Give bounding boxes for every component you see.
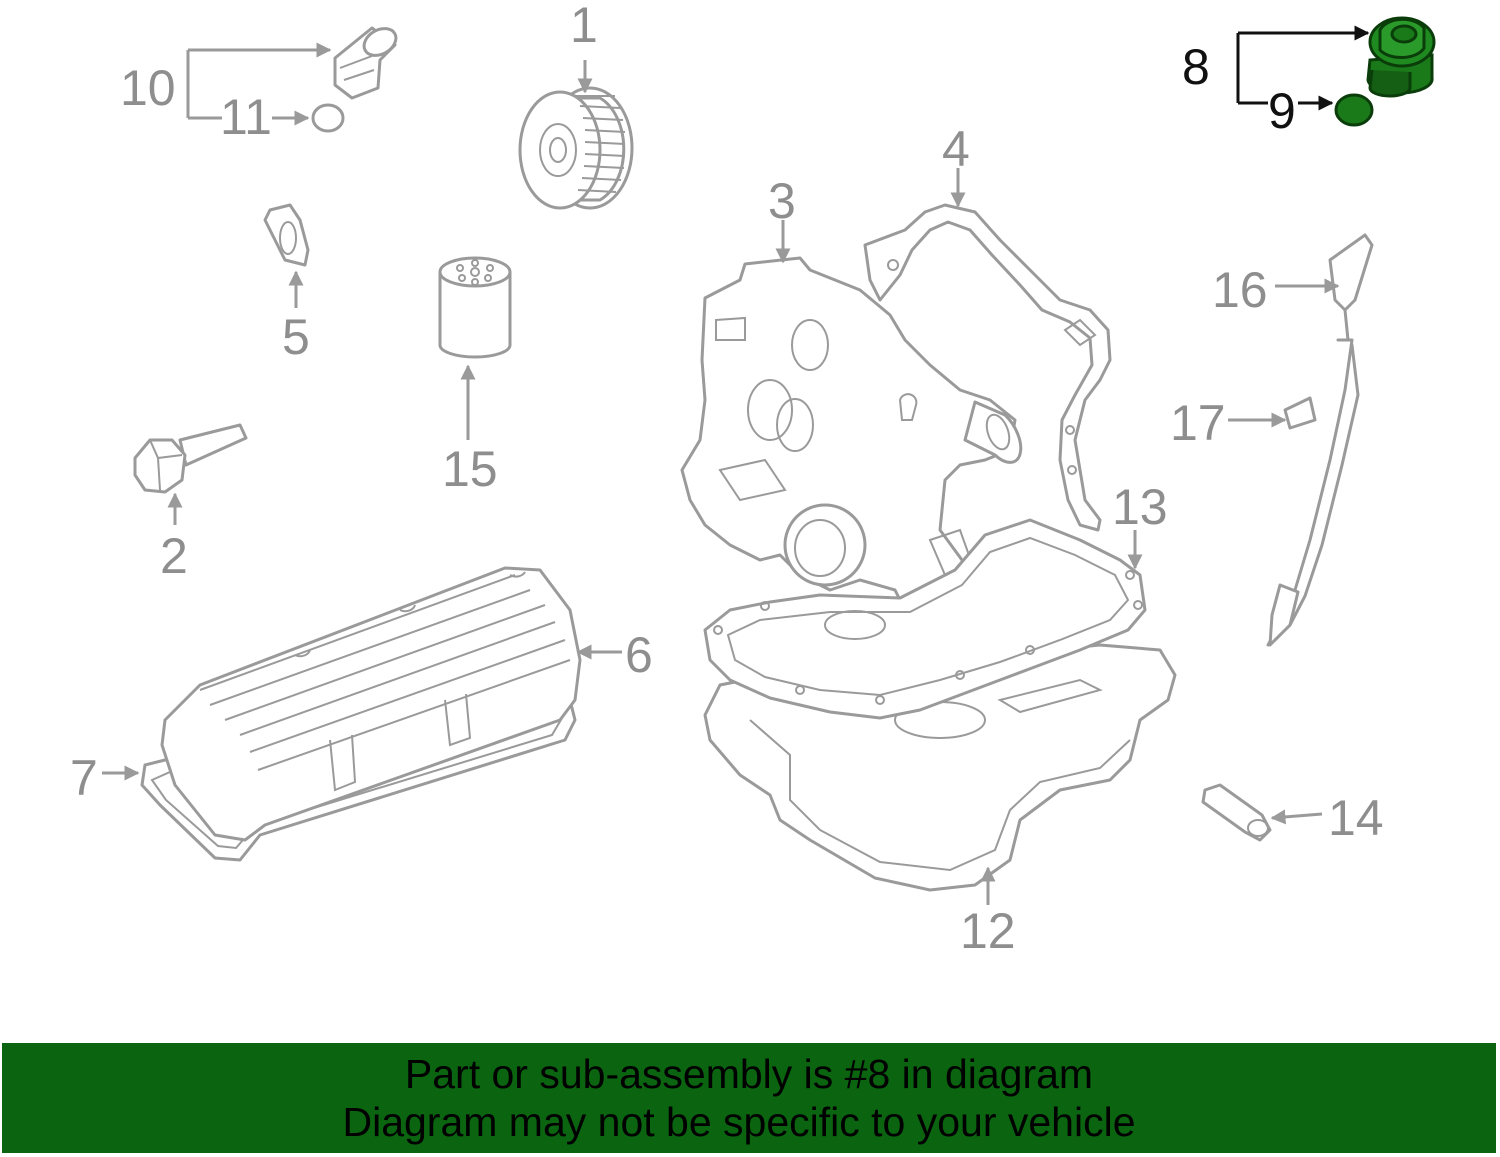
callout-13: 13 bbox=[1112, 479, 1168, 535]
part-13-pan-gasket bbox=[703, 518, 1147, 720]
callout-14: 14 bbox=[1328, 790, 1384, 846]
part-16-dipstick bbox=[1328, 233, 1374, 342]
part-5-seal-ring bbox=[263, 203, 310, 267]
part-9-cap-seal bbox=[1334, 93, 1374, 127]
banner-line-2: Diagram may not be specific to your vehi… bbox=[342, 1099, 1136, 1145]
part-info-banner: Part or sub-assembly is #8 in diagram Di… bbox=[2, 1043, 1496, 1153]
callout-17: 17 bbox=[1170, 395, 1226, 451]
callout-1: 1 bbox=[570, 0, 598, 53]
callout-2: 2 bbox=[160, 528, 188, 584]
callout-3: 3 bbox=[768, 173, 796, 229]
callout-4: 4 bbox=[942, 121, 970, 177]
part-17-dipstick-tube bbox=[1266, 338, 1360, 647]
part-14-drain-plug bbox=[1201, 783, 1272, 842]
callout-15: 15 bbox=[442, 441, 498, 497]
part-11-seal bbox=[311, 103, 345, 133]
callout-12: 12 bbox=[960, 903, 1016, 959]
banner-line-1: Part or sub-assembly is #8 in diagram bbox=[404, 1051, 1094, 1097]
part-3-timing-cover bbox=[680, 256, 1023, 627]
part-8-oil-filler-cap bbox=[1366, 16, 1436, 98]
part-15-oil-filter bbox=[438, 256, 512, 359]
callout-16: 16 bbox=[1212, 262, 1268, 318]
callout-6: 6 bbox=[625, 627, 653, 683]
parts-diagram: 10 11 1 5 15 2 bbox=[70, 0, 1436, 959]
part-1-pulley bbox=[518, 86, 634, 210]
part-6-valve-cover bbox=[160, 566, 582, 842]
callout-7: 7 bbox=[70, 750, 98, 806]
part-2-bolt bbox=[133, 423, 248, 494]
callout-5: 5 bbox=[282, 309, 310, 365]
callout-8: 8 bbox=[1182, 39, 1210, 95]
callout-9: 9 bbox=[1268, 83, 1296, 139]
callout-10-bracket bbox=[186, 42, 332, 126]
callout-11: 11 bbox=[220, 89, 272, 145]
part-10-filler-tube bbox=[333, 26, 398, 100]
callout-10: 10 bbox=[120, 60, 176, 116]
part-4-front-cover-gasket bbox=[863, 203, 1112, 532]
callout-8-bracket bbox=[1236, 25, 1370, 111]
